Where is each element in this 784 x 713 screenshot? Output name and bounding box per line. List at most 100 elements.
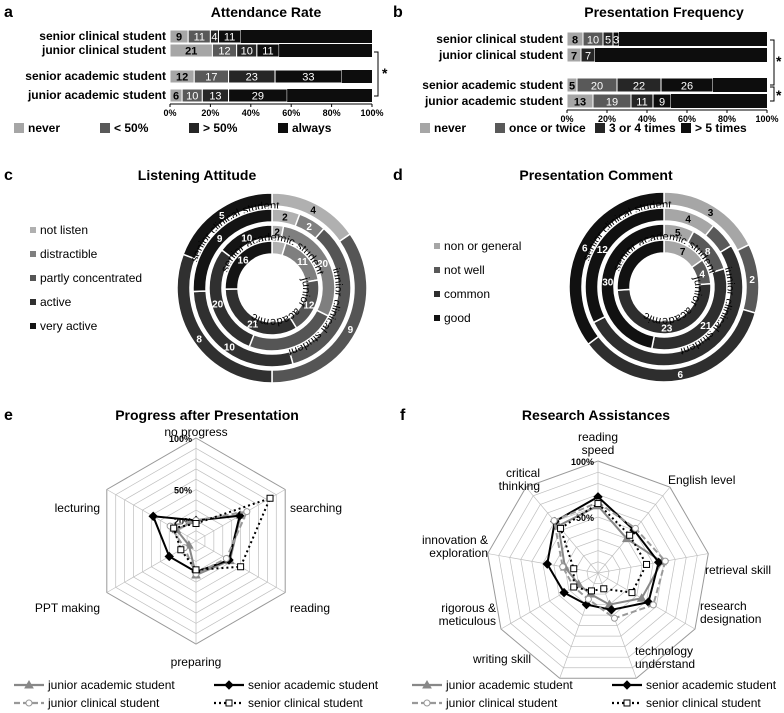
slice-label: 10 — [224, 343, 236, 354]
slice-label: 11 — [297, 257, 308, 268]
panel-letter-c: c — [4, 167, 13, 184]
data-label: 5 — [605, 35, 611, 47]
slice-label: 2 — [306, 222, 312, 233]
data-label: 7 — [571, 51, 577, 63]
slice-label: 21 — [700, 321, 712, 332]
slice-label: 4 — [699, 269, 705, 280]
legend-label: active — [40, 295, 72, 309]
data-label: 12 — [218, 46, 230, 58]
significance-star: * — [776, 87, 782, 103]
radar-marker — [164, 551, 174, 562]
radar-marker — [570, 583, 578, 591]
radar-marker — [623, 699, 631, 707]
legend-label: senior academic student — [646, 678, 777, 692]
radar-marker — [192, 519, 200, 527]
radar-series-line — [172, 496, 272, 571]
radar-marker — [610, 614, 618, 622]
data-label: 26 — [681, 81, 693, 93]
x-tick-label: 100% — [755, 114, 778, 124]
axis-label: preparing — [171, 655, 222, 669]
slice-label: 6 — [677, 370, 683, 381]
legend-swatch — [30, 275, 36, 281]
axis-label: reading — [578, 430, 618, 444]
legend-label: always — [292, 121, 332, 135]
bar-remainder — [595, 48, 767, 62]
category-label: junior academic student — [424, 94, 563, 108]
category-label: senior academic student — [25, 69, 166, 83]
radar-gridline — [575, 550, 621, 595]
legend-swatch — [434, 243, 440, 249]
axis-label: critical — [506, 466, 540, 480]
slice-label: 4 — [685, 215, 691, 226]
significance-bracket — [770, 39, 775, 86]
axis-label: meticulous — [439, 614, 496, 628]
data-label: 10 — [587, 35, 599, 47]
category-label: junior clinical student — [438, 48, 563, 62]
radar-spoke — [597, 553, 709, 574]
radar-marker — [422, 679, 432, 689]
donut-slice — [568, 191, 665, 346]
radar-marker — [643, 560, 651, 568]
radar-marker — [550, 517, 558, 525]
axis-label: technology — [635, 644, 693, 658]
bar-remainder — [240, 30, 372, 43]
legend-label: not listen — [40, 223, 88, 237]
x-tick-label: 100% — [360, 108, 383, 118]
radar-series-line — [557, 504, 664, 606]
legend-swatch — [434, 267, 440, 273]
radar-marker — [570, 565, 578, 573]
category-label: senior clinical student — [436, 32, 563, 46]
bar-remainder — [341, 70, 372, 83]
axis-label: rigorous & — [441, 601, 496, 615]
data-label: 8 — [572, 35, 578, 47]
slice-label: 20 — [317, 259, 329, 270]
radar-marker — [24, 679, 34, 689]
legend-label: once or twice — [509, 121, 586, 135]
radar-marker — [25, 699, 33, 707]
axis-label: thinking — [499, 479, 540, 493]
radial-tick-label: 100% — [571, 457, 594, 467]
donut-slice — [182, 192, 273, 260]
radar-gridline — [564, 539, 632, 605]
legend-swatch — [14, 123, 24, 133]
significance-bracket — [770, 86, 775, 102]
data-label: 6 — [173, 91, 179, 103]
data-label: 22 — [633, 81, 645, 93]
legend-swatch — [420, 123, 430, 133]
radar-marker — [653, 557, 664, 568]
radar-gridline — [542, 516, 654, 626]
data-label: 13 — [209, 91, 221, 103]
legend-swatch — [30, 251, 36, 257]
axis-label: writing skill — [472, 652, 531, 666]
slice-label: 20 — [212, 299, 224, 310]
radar-marker — [661, 557, 669, 565]
legend-label: junior clinical student — [445, 696, 558, 710]
radar-marker — [600, 585, 608, 593]
legend-label: very active — [40, 319, 98, 333]
radar-marker — [559, 563, 567, 571]
radar-series-line — [559, 502, 648, 594]
slice-label: 9 — [348, 325, 354, 336]
x-tick-label: 40% — [638, 114, 656, 124]
slice-label: 2 — [749, 275, 755, 286]
radar-marker — [243, 508, 251, 516]
panel-title-b: Presentation Frequency — [584, 4, 744, 20]
radar-gridline — [586, 561, 610, 584]
radar-marker — [266, 494, 274, 502]
panel-title-d: Presentation Comment — [519, 167, 673, 183]
radar-marker — [606, 605, 617, 615]
radar-marker — [626, 531, 634, 539]
legend-swatch — [30, 323, 36, 329]
legend-swatch — [495, 123, 505, 133]
data-label: 5 — [569, 81, 575, 93]
radar-gridline — [498, 471, 698, 669]
x-tick-label: 40% — [242, 108, 260, 118]
data-label: 9 — [176, 32, 182, 44]
radar-spoke — [487, 553, 599, 574]
radar-gridline — [509, 483, 687, 658]
donut-slice — [220, 224, 273, 259]
slice-label: 4 — [310, 206, 316, 217]
category-label: junior academic student — [27, 88, 166, 102]
